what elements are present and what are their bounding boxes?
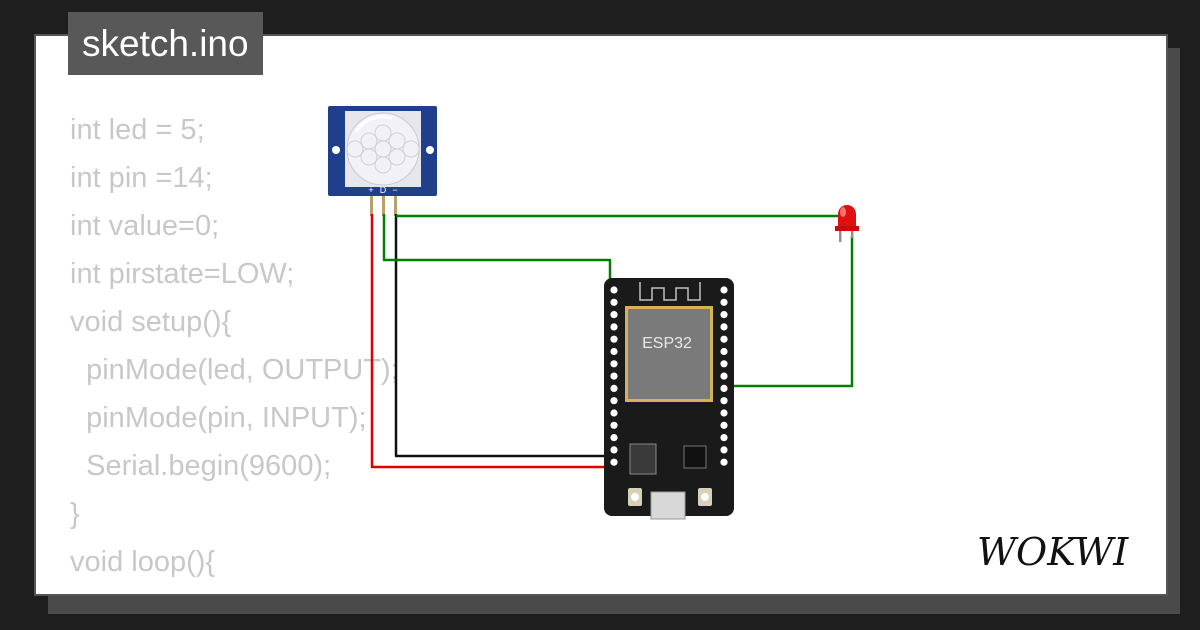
esp32-pin[interactable] xyxy=(610,335,618,343)
code-line: int pirstate=LOW; xyxy=(70,258,295,290)
led-cathode-wire[interactable] xyxy=(726,236,854,388)
esp32-pin[interactable] xyxy=(610,372,618,380)
wokwi-logo: WOKWI xyxy=(977,530,1129,574)
esp32-pin[interactable] xyxy=(720,323,728,331)
esp32-pin[interactable] xyxy=(610,360,618,368)
esp32-pin[interactable] xyxy=(720,360,728,368)
esp32-pin[interactable] xyxy=(610,397,618,405)
esp32-pin[interactable] xyxy=(720,458,728,466)
esp32-pin[interactable] xyxy=(610,311,618,319)
code-line: pinMode(pin, INPUT); xyxy=(70,402,367,434)
esp32-pin[interactable] xyxy=(720,446,728,454)
esp32-pin[interactable] xyxy=(610,409,618,417)
code-line: int pin =14; xyxy=(70,162,213,194)
code-line: Serial.begin(9600); xyxy=(70,450,332,482)
esp32-pin[interactable] xyxy=(720,384,728,392)
esp32-pin[interactable] xyxy=(720,298,728,306)
preview-card: int led = 5; int pin =14; int value=0; int … xyxy=(34,34,1168,596)
esp32-board-icon[interactable]: ESP32 xyxy=(604,278,734,520)
code-line: int led = 5; xyxy=(70,114,205,146)
esp32-pin[interactable] xyxy=(720,397,728,405)
esp32-pin[interactable] xyxy=(720,347,728,356)
esp32-pin[interactable] xyxy=(720,335,728,343)
code-line: void setup(){ xyxy=(70,306,232,338)
wokwi-logo-text: WOKWI xyxy=(977,530,1129,574)
esp32-pin[interactable] xyxy=(720,409,728,417)
pir-pin-label: + xyxy=(368,185,373,195)
esp32-pin[interactable] xyxy=(720,421,728,429)
esp32-pin[interactable] xyxy=(610,323,618,331)
code-line: void loop(){ xyxy=(70,546,216,578)
pir-pin-label: D xyxy=(380,185,387,195)
esp32-pin[interactable] xyxy=(720,434,728,442)
code-listing: int led = 5; int pin =14; int value=0; int … xyxy=(70,106,400,594)
power-wire[interactable] xyxy=(370,214,612,469)
code-line: } xyxy=(70,498,80,530)
pir-sensor-icon[interactable]: + D − xyxy=(328,106,437,216)
esp32-pin[interactable] xyxy=(610,458,618,466)
red-led-icon[interactable] xyxy=(835,205,859,242)
pir-pin-label: − xyxy=(392,185,397,195)
esp32-pin[interactable] xyxy=(720,372,728,380)
esp32-pin[interactable] xyxy=(720,286,728,294)
esp32-pin[interactable] xyxy=(610,286,618,294)
signal-wire[interactable] xyxy=(382,214,612,290)
esp32-pin[interactable] xyxy=(610,298,618,306)
esp32-pin[interactable] xyxy=(610,421,618,429)
esp32-pin[interactable] xyxy=(610,434,618,442)
code-line: int value=0; xyxy=(70,210,220,242)
ground-wire[interactable] xyxy=(394,214,612,458)
esp32-pin[interactable] xyxy=(610,446,618,454)
esp32-pin[interactable] xyxy=(610,347,618,356)
sketch-filename-tab: sketch.ino xyxy=(68,12,263,75)
esp32-pin[interactable] xyxy=(720,311,728,319)
code-line: pinMode(led, OUTPUT); xyxy=(70,354,399,386)
esp32-pin[interactable] xyxy=(610,384,618,392)
esp32-chip-label: ESP32 xyxy=(642,335,692,352)
